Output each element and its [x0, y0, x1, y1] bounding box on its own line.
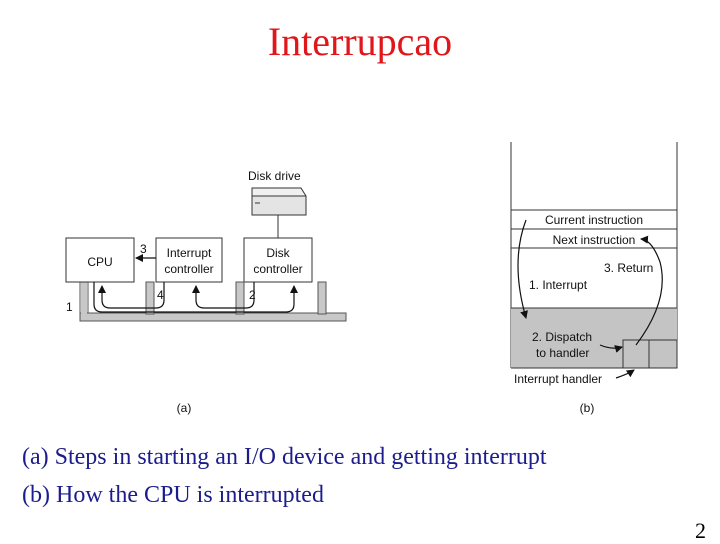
dispatch-label-1: 2. Dispatch — [532, 330, 592, 344]
cpu-label: CPU — [87, 255, 112, 269]
arrow-interrupt — [517, 219, 528, 319]
dispatch-label-2: to handler — [536, 346, 589, 360]
arrow-dispatch — [599, 344, 623, 353]
step-1-label: 1 — [66, 300, 73, 314]
disk-drive: Disk drive — [248, 169, 307, 238]
interrupt-controller-label-1: Interrupt — [167, 246, 212, 260]
arrow-handler — [615, 369, 635, 379]
caption-line-a: (a) Steps in starting an I/O device and … — [22, 444, 547, 470]
figure-b-label: (b) — [580, 401, 595, 415]
cpu-box: CPU — [65, 237, 135, 283]
arrow-step-1 — [93, 282, 298, 313]
figure-a: Disk drive CPU Interrupt controller Disk… — [65, 169, 347, 415]
caption-line-b: (b) How the CPU is interrupted — [22, 482, 324, 508]
page-number: 2 — [695, 518, 706, 543]
disk-drive-label: Disk drive — [248, 169, 301, 183]
interrupt-controller-label-2: controller — [164, 262, 213, 276]
disk-controller-box: Disk controller — [243, 237, 313, 283]
arrow-step-4 — [98, 282, 165, 309]
step-4-label: 4 — [157, 288, 164, 302]
interrupt-controller-box: Interrupt controller — [155, 237, 223, 283]
bus — [79, 280, 347, 322]
disk-controller-label-1: Disk — [266, 246, 290, 260]
arrow-return — [635, 235, 663, 346]
return-label: 3. Return — [604, 261, 653, 275]
step-3-label: 3 — [140, 242, 147, 256]
slide-title: Interrupcao — [267, 19, 453, 64]
step-2-label: 2 — [249, 288, 256, 302]
interrupt-handler-label: Interrupt handler — [514, 372, 602, 386]
current-instruction-label: Current instruction — [545, 213, 643, 227]
interrupt-label: 1. Interrupt — [529, 278, 588, 292]
figure-b: Current instruction Next instruction 3. … — [510, 142, 678, 415]
next-instruction-label: Next instruction — [553, 233, 636, 247]
figure-a-label: (a) — [177, 401, 192, 415]
next-instruction-row — [510, 228, 678, 249]
arrow-step-2 — [192, 282, 255, 309]
disk-controller-label-2: controller — [253, 262, 302, 276]
